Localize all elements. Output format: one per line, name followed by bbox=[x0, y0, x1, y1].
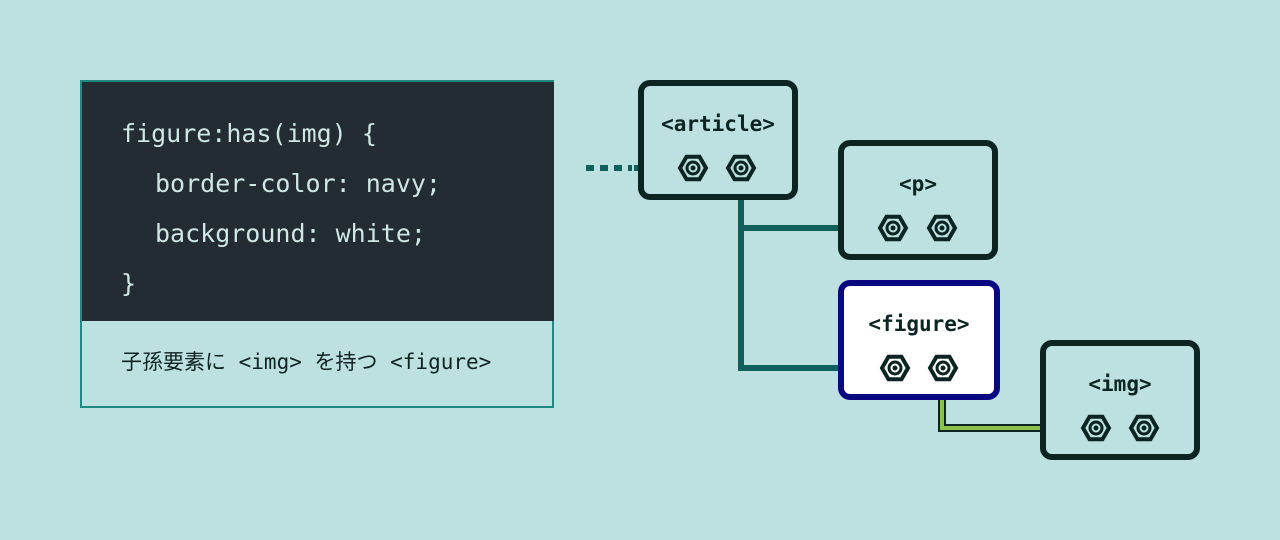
code-caption: 子孫要素に <img> を持つ <figure> bbox=[121, 350, 492, 374]
figure-input-port-icon bbox=[879, 354, 911, 382]
p-input-port-icon bbox=[877, 214, 909, 242]
node-article-label: <article> bbox=[661, 112, 775, 136]
img-input-port-icon bbox=[1080, 414, 1112, 442]
node-figure: <figure> bbox=[838, 280, 1000, 400]
code-panel: figure:has(img) { border-color: navy; ba… bbox=[80, 80, 554, 408]
code-line-selector: figure:has(img) { bbox=[121, 119, 377, 148]
node-p: <p> bbox=[838, 140, 998, 260]
node-img: <img> bbox=[1040, 340, 1200, 460]
code-line-close-brace: } bbox=[121, 269, 137, 298]
article-output-port-icon bbox=[725, 154, 757, 182]
p-output-port-icon bbox=[926, 214, 958, 242]
node-img-label: <img> bbox=[1088, 372, 1152, 396]
node-p-label: <p> bbox=[899, 172, 937, 196]
code-line-background: background: white; bbox=[155, 219, 426, 248]
node-figure-label: <figure> bbox=[868, 312, 970, 336]
img-output-port-icon bbox=[1128, 414, 1160, 442]
css-code-block: figure:has(img) { border-color: navy; ba… bbox=[82, 82, 554, 321]
article-input-port-icon bbox=[677, 154, 709, 182]
figure-output-port-icon bbox=[927, 354, 959, 382]
code-line-border-color: border-color: navy; bbox=[155, 169, 441, 198]
node-article: <article> bbox=[638, 80, 798, 200]
